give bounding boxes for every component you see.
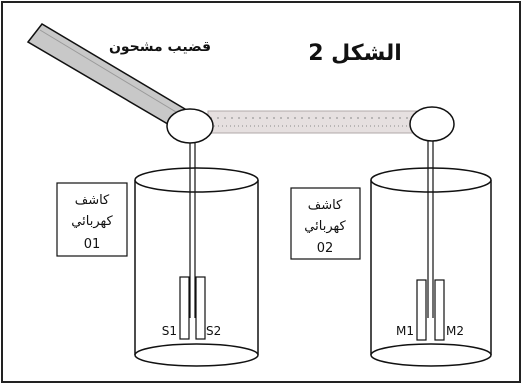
electroscope-1-knob	[166, 108, 214, 144]
electroscope-2-label-line2: كهربائي	[304, 219, 346, 234]
figure-title: الشكل 2	[308, 41, 402, 66]
electroscope-2-leaf-m2	[434, 279, 445, 341]
electroscope-1-label-number: 01	[84, 237, 101, 252]
electroscope-1-leaf-label-left: S1	[162, 324, 177, 338]
electroscope-1: S1 S2 كاشف كهربائي 01	[56, 108, 259, 367]
electroscope-1-jar	[134, 167, 259, 367]
electroscope-1-label-line2: كهربائي	[71, 214, 113, 229]
electroscope-1-label-box	[56, 182, 128, 257]
electroscope-2-leaf-label-left: M1	[396, 324, 414, 338]
charged-rod-label: قضيب مشحون	[109, 39, 211, 55]
electroscope-2-leaf-label-right: M2	[446, 324, 464, 338]
electroscope-2-label-line1: كاشف	[308, 198, 343, 213]
connecting-bar	[207, 110, 419, 134]
electroscope-2-leaf-m1	[416, 279, 427, 341]
electroscope-2: M1 M2 كاشف كهربائي 02	[290, 106, 492, 367]
electroscope-1-stem	[189, 143, 196, 318]
electroscope-2-stem	[427, 141, 434, 318]
electroscope-1-leaf-label-right: S2	[206, 324, 221, 338]
electroscope-2-knob	[409, 106, 455, 142]
electroscope-1-leaf-s1	[179, 276, 190, 340]
electroscope-1-label-line1: كاشف	[75, 193, 110, 208]
electroscope-2-label-number: 02	[317, 241, 334, 256]
electroscope-1-leaf-s2	[195, 276, 206, 340]
electroscope-2-label-box	[290, 187, 361, 260]
electroscope-2-jar	[370, 167, 492, 367]
